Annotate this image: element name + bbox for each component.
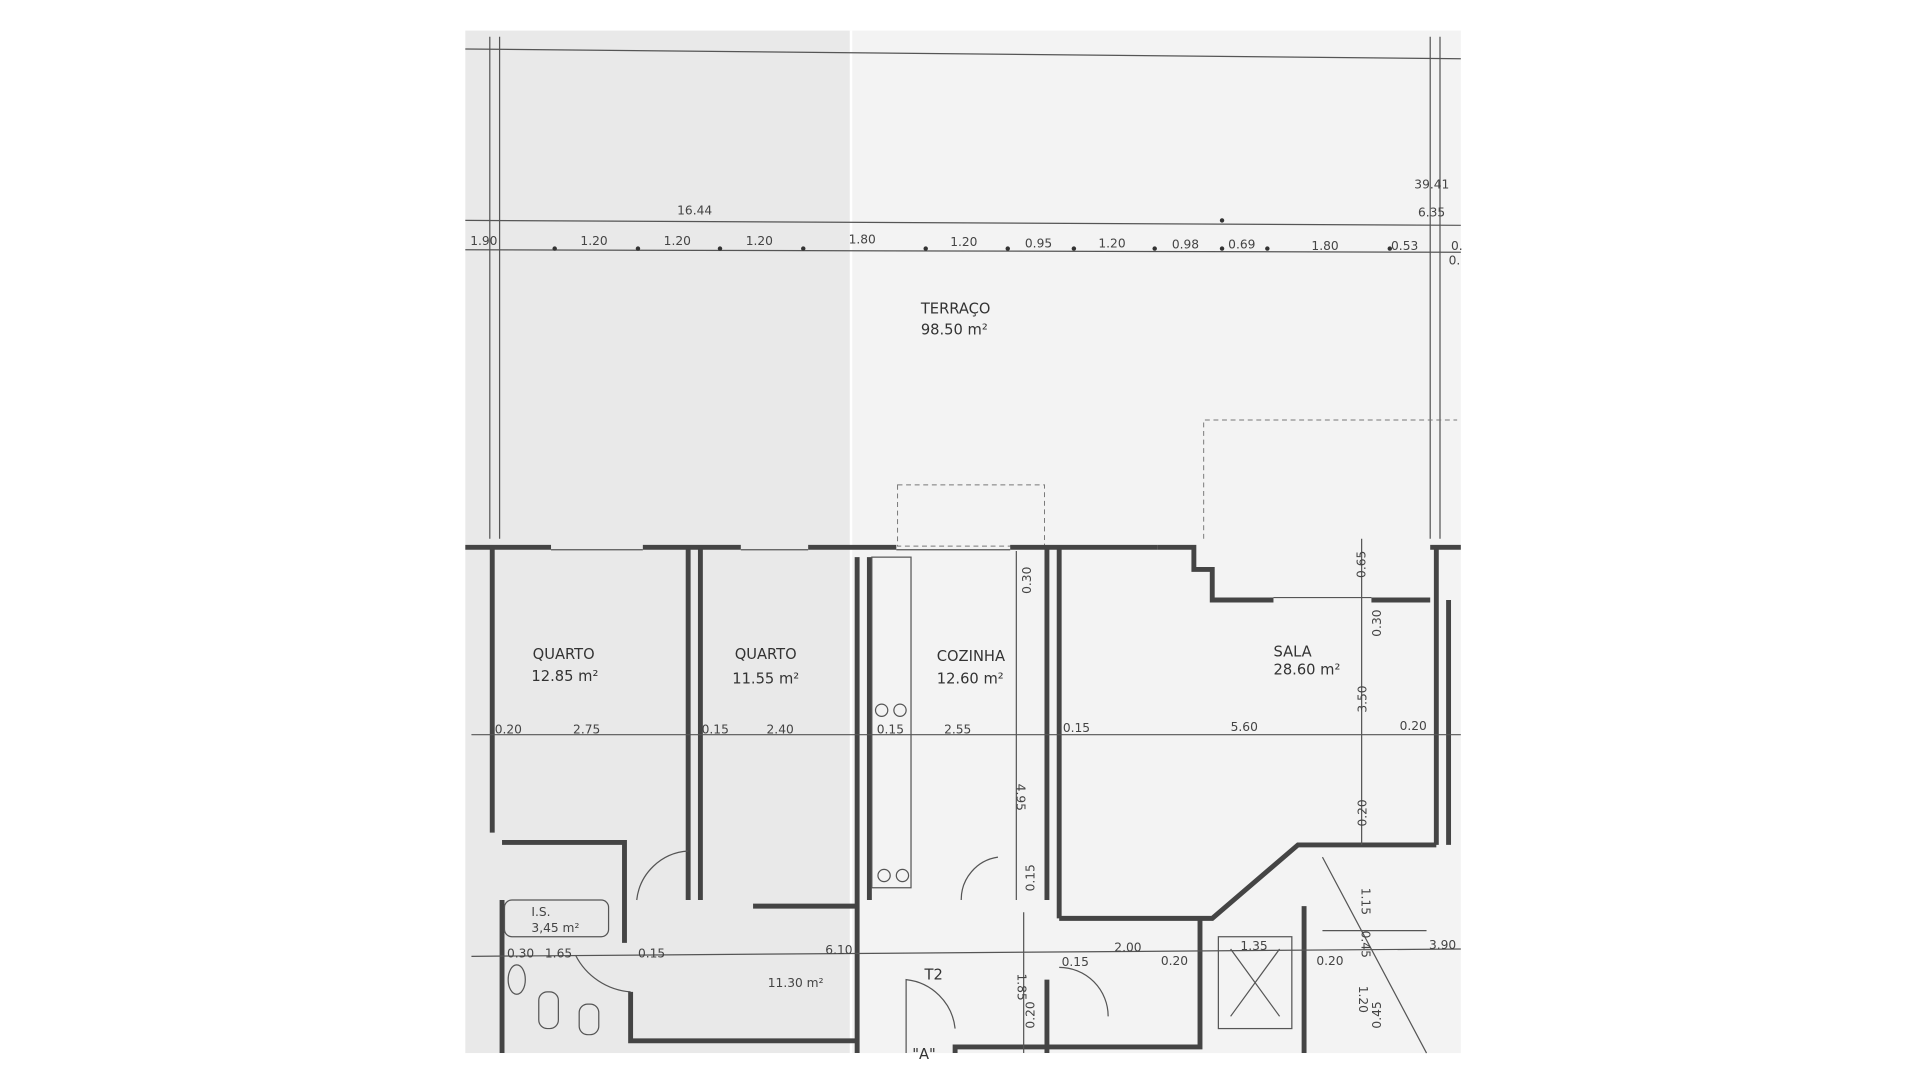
dim-lower: 3.90 bbox=[1429, 938, 1456, 952]
quarto1-name: QUARTO bbox=[533, 646, 595, 663]
dim-row: 0.15 bbox=[702, 722, 729, 736]
room-dimensions: 0.20 2.75 0.15 2.40 0.15 2.55 0.15 5.60 … bbox=[471, 538, 1461, 1054]
dim-chain: 1.20 bbox=[580, 234, 607, 248]
dim-vertical: 0.20 bbox=[1024, 1001, 1038, 1028]
quarto1-area: 12.85 m² bbox=[531, 668, 598, 685]
dim-vertical: 0.30 bbox=[1370, 609, 1384, 636]
dim-lower: 0.15 bbox=[638, 947, 665, 961]
dim-row: 2.55 bbox=[944, 722, 971, 736]
dim-chain: 1.20 bbox=[1098, 236, 1125, 250]
dim-lower: 0.15 bbox=[1062, 955, 1089, 969]
dim-lower: 0.30 bbox=[507, 947, 534, 961]
dim-vertical: 0.15 bbox=[1024, 864, 1038, 891]
sala-area: 28.60 m² bbox=[1273, 662, 1340, 679]
quarto2-name: QUARTO bbox=[735, 646, 797, 663]
dim-row: 2.75 bbox=[573, 722, 600, 736]
dim-total-left: 16.44 bbox=[677, 203, 712, 217]
corridor-area: 11.30 m² bbox=[768, 976, 824, 990]
dim-row: 2.40 bbox=[767, 722, 794, 736]
dim-vertical: 0.30 bbox=[1020, 567, 1034, 594]
dim-chain: 1.20 bbox=[950, 235, 977, 249]
dim-lower: 1.65 bbox=[545, 947, 572, 961]
dim-chain: 0.53 bbox=[1391, 239, 1418, 253]
block-name: "A" bbox=[912, 1046, 936, 1063]
terraco-area: 98.50 m² bbox=[921, 321, 988, 338]
dim-vertical: 3.50 bbox=[1356, 685, 1370, 712]
unit-name: T2 bbox=[923, 967, 942, 984]
dim-chain: 1.20 bbox=[664, 234, 691, 248]
quarto2-area: 11.55 m² bbox=[732, 670, 799, 687]
dim-lower: 2.00 bbox=[1114, 940, 1141, 954]
dim-chain: 1.80 bbox=[1311, 239, 1338, 253]
dim-vertical: 0.20 bbox=[1356, 799, 1370, 826]
dim-row: 5.60 bbox=[1231, 720, 1258, 734]
cozinha-name: COZINHA bbox=[937, 648, 1005, 665]
doors bbox=[574, 850, 1109, 1054]
plan-paper bbox=[465, 30, 1461, 1054]
dim-lower: 1.15 bbox=[1359, 888, 1373, 915]
dim-row: 0.15 bbox=[1063, 721, 1090, 735]
dim-lower: 0.20 bbox=[1161, 954, 1188, 968]
dim-lower: 0.20 bbox=[1316, 954, 1343, 968]
dim-row: 0.20 bbox=[1400, 719, 1427, 733]
dim-row: 0.20 bbox=[495, 722, 522, 736]
terraco-name: TERRAÇO bbox=[920, 300, 991, 317]
dim-chain: 1.80 bbox=[849, 233, 876, 247]
terrace-outline bbox=[465, 36, 1461, 547]
dim-lower: 0.45 bbox=[1359, 931, 1373, 958]
room-labels: TERRAÇO 98.50 m² QUARTO 12.85 m² QUARTO … bbox=[531, 300, 1340, 1063]
dim-sub-right: 6.35 bbox=[1418, 206, 1445, 220]
dim-vertical: 0.65 bbox=[1354, 551, 1368, 578]
dim-lower: 1.20 bbox=[1356, 986, 1370, 1013]
dim-lower: 0.45 bbox=[1370, 1001, 1384, 1028]
dim-chain: 0.98 bbox=[1172, 238, 1199, 252]
is-area: 3,45 m² bbox=[531, 921, 579, 935]
dim-row: 0.15 bbox=[877, 722, 904, 736]
dim-chain: 0. bbox=[1451, 239, 1463, 253]
dim-chain: 1.20 bbox=[746, 234, 773, 248]
dim-chain: 0.95 bbox=[1025, 236, 1052, 250]
cozinha-area: 12.60 m² bbox=[937, 670, 1004, 687]
dim-lower: 6.10 bbox=[825, 943, 852, 957]
dim-chain: 0.69 bbox=[1228, 238, 1255, 252]
dim-lower: 1.35 bbox=[1240, 939, 1267, 953]
dim-chain: 1.90 bbox=[470, 234, 497, 248]
dim-total-right: 39.41 bbox=[1414, 178, 1449, 192]
walls bbox=[465, 544, 1461, 1054]
is-name: I.S. bbox=[531, 905, 550, 919]
dim-chain: 0. bbox=[1449, 253, 1461, 267]
dimension-line-top: 39.41 16.44 6.35 1.90 1.20 1.20 1.20 1.8… bbox=[470, 178, 1463, 268]
dim-vertical: 1.85 bbox=[1015, 973, 1029, 1000]
fixtures bbox=[503, 556, 912, 1036]
sala-name: SALA bbox=[1273, 643, 1311, 660]
dim-vertical: 4.95 bbox=[1013, 784, 1027, 811]
